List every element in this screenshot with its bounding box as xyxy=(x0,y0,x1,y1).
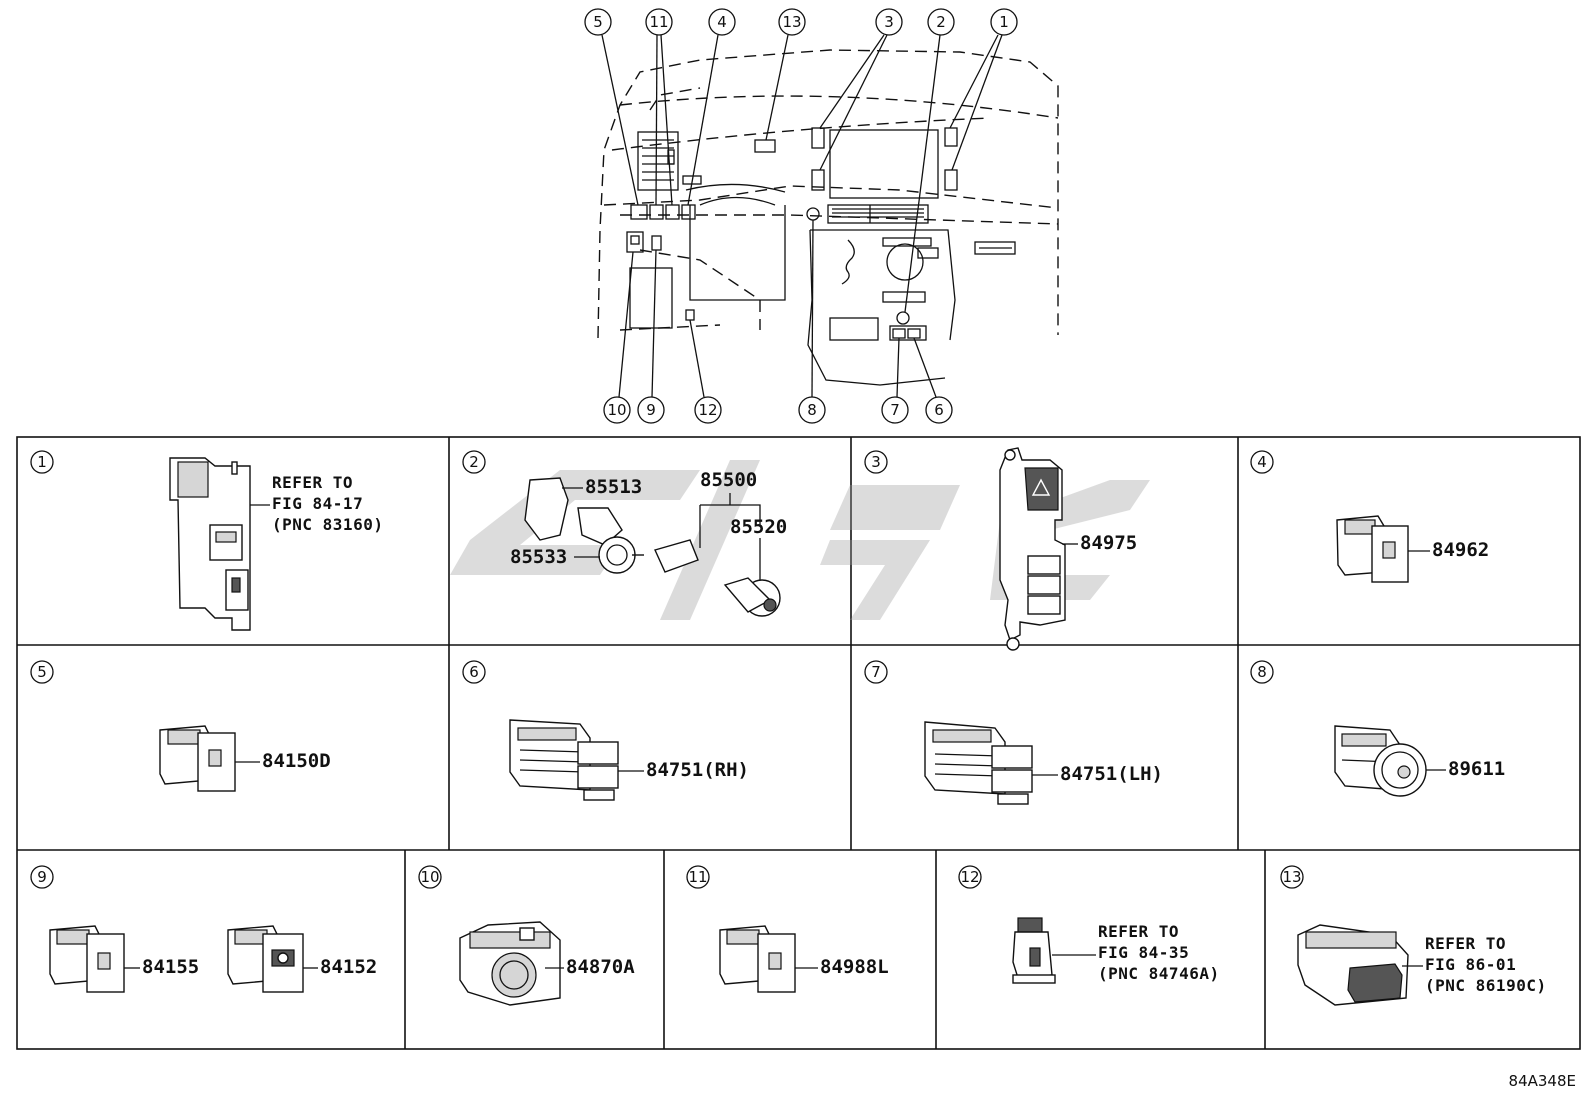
refer-line-3: (PNC 83160) xyxy=(272,515,383,534)
callout-8: 8 xyxy=(807,401,817,419)
part-number-84152: 84152 xyxy=(320,956,377,978)
panel-number: 6 xyxy=(469,663,479,681)
callout-1: 1 xyxy=(999,13,1009,31)
panel-number: 3 xyxy=(871,453,881,471)
panel-13: 13 REFER TO FIG 86-01 (PNC 86190C) xyxy=(1280,865,1547,1006)
part-number-84155: 84155 xyxy=(142,956,199,978)
panel-10: 10 84870A xyxy=(418,865,635,1006)
callout-5: 5 xyxy=(593,13,603,31)
panel-number: 5 xyxy=(37,663,47,681)
panel-6: 6 84751(RH) xyxy=(462,660,749,801)
panel-number: 2 xyxy=(469,453,479,471)
part-number-84870A: 84870A xyxy=(566,956,635,978)
panel-4: 4 84962 xyxy=(1250,450,1489,583)
panel-number: 8 xyxy=(1257,663,1267,681)
overview-callouts-top: 5 11 4 13 3 2 1 xyxy=(584,8,1018,313)
panel-7: 7 84751(LH) xyxy=(864,660,1163,805)
part-number-84751-lh: 84751(LH) xyxy=(1060,763,1163,785)
panel-number: 12 xyxy=(960,868,979,886)
panel-number: 4 xyxy=(1257,453,1267,471)
parts-grid xyxy=(16,436,1581,1050)
panel-3: 3 84975 xyxy=(864,447,1137,651)
overview-callouts-bottom: 10 9 12 8 7 6 xyxy=(603,219,953,424)
part-number-85513: 85513 xyxy=(585,476,642,498)
panel-number: 7 xyxy=(871,663,881,681)
part-illustration xyxy=(509,719,619,801)
callout-11: 11 xyxy=(649,13,668,31)
part-illustration xyxy=(459,921,561,1006)
diagram-code: 84A348E xyxy=(1509,1072,1576,1090)
panel-5: 5 84150D xyxy=(30,660,331,792)
panel-11: 11 84988L xyxy=(686,865,889,993)
callout-circle xyxy=(584,8,612,36)
refer-line-1: REFER TO xyxy=(1098,922,1179,941)
part-illustration xyxy=(169,457,251,631)
panel-1: 1 REFER TO FIG 84-17 (PNC 83160) xyxy=(30,450,383,631)
panel-number: 11 xyxy=(688,868,707,886)
part-illustration xyxy=(924,721,1033,805)
part-number-84988L: 84988L xyxy=(820,956,889,978)
callout-4: 4 xyxy=(717,13,727,31)
part-number-89611: 89611 xyxy=(1448,758,1505,780)
panel-number: 9 xyxy=(37,868,47,886)
callout-13: 13 xyxy=(782,13,801,31)
refer-line-2: FIG 86-01 xyxy=(1425,955,1516,974)
watermark-logo xyxy=(450,460,1150,620)
callout-3: 3 xyxy=(884,13,894,31)
panel-8: 8 89611 xyxy=(1250,660,1505,797)
panel-2: 2 85513 85500 85520 85533 xyxy=(462,450,787,617)
callout-10: 10 xyxy=(607,401,626,419)
part-illustration xyxy=(999,447,1066,651)
part-number-84962: 84962 xyxy=(1432,539,1489,561)
refer-line-3: (PNC 84746A) xyxy=(1098,964,1220,983)
refer-line-1: REFER TO xyxy=(1425,934,1506,953)
refer-line-2: FIG 84-35 xyxy=(1098,943,1189,962)
part-illustration xyxy=(159,725,236,792)
part-number-85520: 85520 xyxy=(730,516,787,538)
refer-line-2: FIG 84-17 xyxy=(272,494,363,513)
callout-9: 9 xyxy=(646,401,656,419)
part-illustration xyxy=(524,477,781,617)
part-illustration xyxy=(227,925,304,993)
callout-2: 2 xyxy=(936,13,946,31)
part-illustration xyxy=(719,925,796,993)
panel-number: 1 xyxy=(37,453,47,471)
part-number-85500: 85500 xyxy=(700,469,757,491)
part-illustration xyxy=(1012,917,1056,984)
part-illustration xyxy=(1297,924,1409,1006)
part-number-84751-rh: 84751(RH) xyxy=(646,759,749,781)
part-illustration xyxy=(1334,725,1427,797)
panel-12: 12 REFER TO FIG 84-35 (PNC 84746A) xyxy=(958,865,1220,984)
part-number-85533: 85533 xyxy=(510,546,567,568)
panel-9: 9 84155 84152 xyxy=(30,865,377,993)
refer-line-3: (PNC 86190C) xyxy=(1425,976,1547,995)
part-illustration xyxy=(1336,515,1409,583)
refer-line-1: REFER TO xyxy=(272,473,353,492)
callout-7: 7 xyxy=(890,401,900,419)
callout-6: 6 xyxy=(934,401,944,419)
dashboard-overview xyxy=(597,49,1059,386)
panel-number: 10 xyxy=(420,868,439,886)
part-illustration xyxy=(49,925,125,993)
part-number-84150D: 84150D xyxy=(262,750,331,772)
part-number-84975: 84975 xyxy=(1080,532,1137,554)
callout-12: 12 xyxy=(698,401,717,419)
panel-number: 13 xyxy=(1282,868,1301,886)
